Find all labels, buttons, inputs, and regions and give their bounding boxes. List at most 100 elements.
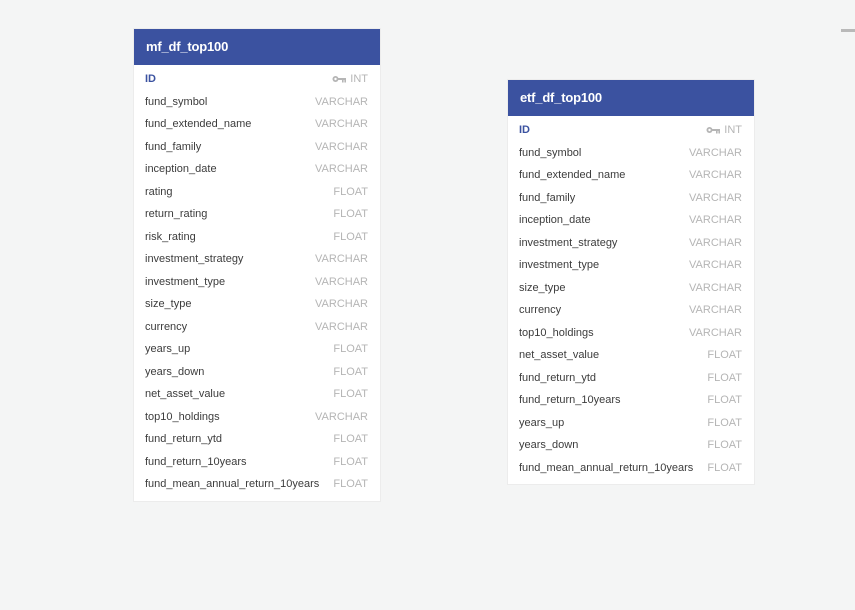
- column-type-label: VARCHAR: [315, 140, 368, 153]
- column-type-label: FLOAT: [707, 394, 742, 407]
- primary-key-row[interactable]: ID INT: [134, 68, 380, 91]
- column-type-label: FLOAT: [707, 416, 742, 429]
- column-type-label: VARCHAR: [689, 281, 742, 294]
- column-type-label: VARCHAR: [315, 320, 368, 333]
- column-type: VARCHAR: [315, 298, 368, 310]
- column-type-label: FLOAT: [333, 433, 368, 446]
- column-type-label: INT: [724, 124, 742, 137]
- column-name: ID: [145, 73, 156, 86]
- column-row[interactable]: inception_date VARCHAR: [134, 158, 380, 181]
- column-type-label: VARCHAR: [689, 169, 742, 182]
- column-name: fund_return_ytd: [519, 371, 597, 384]
- column-row[interactable]: investment_type VARCHAR: [134, 271, 380, 294]
- column-type: VARCHAR: [315, 141, 368, 153]
- column-name: years_up: [519, 416, 565, 429]
- column-type-label: VARCHAR: [689, 304, 742, 317]
- column-name: inception_date: [145, 163, 217, 176]
- column-type: FLOAT: [333, 433, 368, 445]
- column-type: VARCHAR: [689, 327, 742, 339]
- column-row[interactable]: fund_return_ytd FLOAT: [508, 367, 754, 390]
- column-type-label: VARCHAR: [689, 259, 742, 272]
- column-type: VARCHAR: [689, 169, 742, 181]
- column-type: FLOAT: [333, 343, 368, 355]
- column-row[interactable]: fund_symbol VARCHAR: [508, 142, 754, 165]
- column-name: rating: [145, 185, 173, 198]
- column-name: size_type: [145, 298, 192, 311]
- column-type: FLOAT: [333, 186, 368, 198]
- column-type: VARCHAR: [315, 253, 368, 265]
- column-name: fund_extended_name: [519, 169, 626, 182]
- column-name: inception_date: [519, 214, 591, 227]
- table-header[interactable]: etf_df_top100: [508, 80, 754, 116]
- column-row[interactable]: years_up FLOAT: [508, 412, 754, 435]
- column-row[interactable]: currency VARCHAR: [508, 299, 754, 322]
- column-row[interactable]: net_asset_value FLOAT: [134, 383, 380, 406]
- column-name: net_asset_value: [145, 388, 226, 401]
- column-name: currency: [519, 304, 562, 317]
- column-name: ID: [519, 124, 530, 137]
- column-row[interactable]: net_asset_value FLOAT: [508, 344, 754, 367]
- offscreen-table-edge: [841, 29, 855, 32]
- table-header[interactable]: mf_df_top100: [134, 29, 380, 65]
- column-type: FLOAT: [333, 456, 368, 468]
- column-type-label: VARCHAR: [315, 118, 368, 131]
- column-type: FLOAT: [707, 394, 742, 406]
- column-name: risk_rating: [145, 230, 196, 243]
- column-type-label: FLOAT: [707, 349, 742, 362]
- column-type-label: VARCHAR: [315, 275, 368, 288]
- column-row[interactable]: rating FLOAT: [134, 181, 380, 204]
- column-row[interactable]: fund_return_10years FLOAT: [134, 451, 380, 474]
- column-row[interactable]: fund_extended_name VARCHAR: [508, 164, 754, 187]
- column-type: VARCHAR: [689, 192, 742, 204]
- column-name: fund_family: [145, 140, 202, 153]
- column-type-label: FLOAT: [333, 388, 368, 401]
- column-type-label: FLOAT: [333, 208, 368, 221]
- column-type: INT: [706, 124, 742, 136]
- column-name: net_asset_value: [519, 349, 600, 362]
- column-row[interactable]: fund_family VARCHAR: [134, 136, 380, 159]
- column-type: FLOAT: [333, 208, 368, 220]
- column-type-label: FLOAT: [707, 371, 742, 384]
- column-name: investment_type: [145, 275, 226, 288]
- column-type-label: FLOAT: [333, 478, 368, 491]
- column-type: FLOAT: [707, 439, 742, 451]
- column-type: FLOAT: [707, 349, 742, 361]
- column-type: VARCHAR: [689, 237, 742, 249]
- column-name: fund_return_10years: [145, 455, 247, 468]
- primary-key-row[interactable]: ID INT: [508, 119, 754, 142]
- column-type: VARCHAR: [315, 118, 368, 130]
- column-type-label: VARCHAR: [315, 410, 368, 423]
- column-type: VARCHAR: [315, 96, 368, 108]
- column-name: fund_symbol: [519, 146, 582, 159]
- column-type-label: VARCHAR: [315, 163, 368, 176]
- column-type-label: VARCHAR: [689, 146, 742, 159]
- column-row[interactable]: size_type VARCHAR: [134, 293, 380, 316]
- column-type-label: FLOAT: [707, 461, 742, 474]
- column-type-label: INT: [350, 73, 368, 86]
- column-type-label: FLOAT: [333, 185, 368, 198]
- column-type: VARCHAR: [315, 163, 368, 175]
